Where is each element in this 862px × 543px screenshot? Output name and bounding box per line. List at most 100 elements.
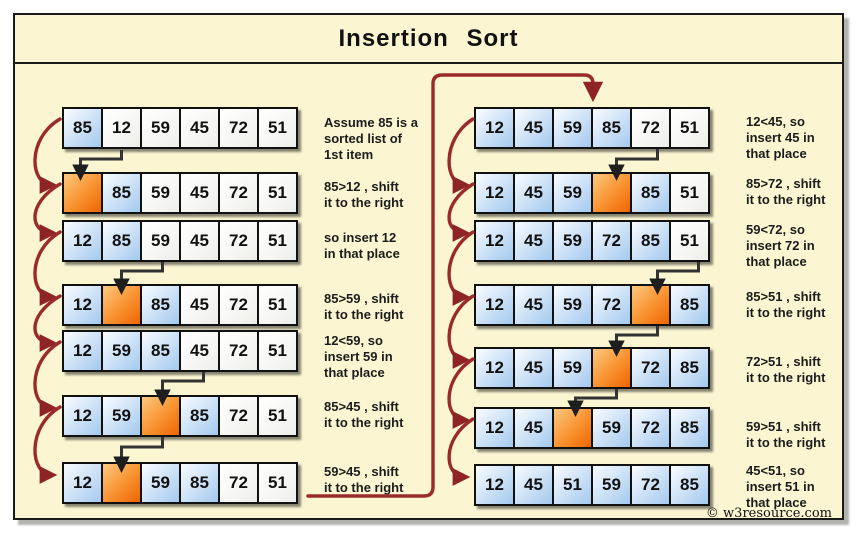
array-cell: 85	[630, 172, 671, 214]
array-cell: 85	[101, 172, 142, 214]
array-cell: 51	[257, 330, 298, 372]
array-cell: 12	[474, 464, 515, 506]
array-cell: 85	[669, 464, 710, 506]
array-cell: 72	[218, 395, 259, 437]
array-cell: 45	[513, 464, 554, 506]
array-cell: 85	[591, 107, 632, 149]
step-annotation: 59>51 , shift it to the right	[746, 419, 826, 450]
array-cell: 45	[513, 172, 554, 214]
array-cell: 45	[179, 220, 220, 262]
array-cell: 59	[591, 464, 632, 506]
array-cell: 59	[552, 347, 593, 389]
array-cell: 12	[62, 284, 103, 326]
array-cell: 45	[513, 347, 554, 389]
array-cell: 72	[218, 107, 259, 149]
step-annotation: 85>59 , shift it to the right	[324, 291, 404, 322]
array-cell: 45	[513, 220, 554, 262]
array-cell: 85	[101, 220, 142, 262]
hole-cell	[591, 347, 632, 389]
array-cell: 85	[630, 220, 671, 262]
array-cell: 72	[630, 107, 671, 149]
array-cell: 59	[140, 172, 181, 214]
step-annotation: Assume 85 is a sorted list of 1st item	[324, 115, 418, 162]
array-cell: 45	[179, 172, 220, 214]
step-annotation: 72>51 , shift it to the right	[746, 354, 826, 385]
array-cell: 45	[179, 107, 220, 149]
array-cell: 85	[179, 395, 220, 437]
step-annotation: 59<72, so insert 72 in that place	[746, 222, 815, 269]
hole-cell	[140, 395, 181, 437]
array-cell: 72	[591, 220, 632, 262]
array-cell: 12	[101, 107, 142, 149]
array-cell: 85	[669, 284, 710, 326]
hole-cell	[101, 284, 142, 326]
step-annotation: 85>51 , shift it to the right	[746, 289, 826, 320]
step-annotation: 85>12 , shift it to the right	[324, 179, 404, 210]
array-cell: 72	[218, 330, 259, 372]
array-cell: 51	[669, 107, 710, 149]
array-cell: 85	[669, 347, 710, 389]
array-cell: 72	[630, 464, 671, 506]
array-cell: 85	[140, 330, 181, 372]
array-cell: 12	[474, 347, 515, 389]
array-cell: 12	[474, 407, 515, 449]
array-cell: 72	[218, 172, 259, 214]
step-annotation: 85>45 , shift it to the right	[324, 399, 404, 430]
array-cell: 51	[669, 172, 710, 214]
array-cell: 45	[179, 284, 220, 326]
array-cell: 12	[474, 284, 515, 326]
array-cell: 45	[513, 107, 554, 149]
array-cell: 85	[140, 284, 181, 326]
step-annotation: so insert 12 in that place	[324, 230, 400, 261]
array-cell: 59	[552, 172, 593, 214]
hole-cell	[630, 284, 671, 326]
title-bar: Insertion Sort	[15, 15, 842, 64]
array-cell: 45	[513, 284, 554, 326]
watermark-text: © w3resource.com	[705, 506, 832, 521]
array-cell: 12	[62, 220, 103, 262]
array-cell: 12	[62, 462, 103, 504]
step-annotation: 85>72 , shift it to the right	[746, 176, 826, 207]
array-cell: 59	[101, 395, 142, 437]
array-cell: 51	[552, 464, 593, 506]
array-cell: 59	[552, 220, 593, 262]
hole-cell	[101, 462, 142, 504]
array-cell: 85	[179, 462, 220, 504]
array-cell: 59	[101, 330, 142, 372]
array-cell: 72	[218, 284, 259, 326]
step-annotation: 59>45 , shift it to the right	[324, 464, 404, 495]
step-annotation: 45<51, so insert 51 in that place	[746, 463, 815, 510]
array-cell: 59	[140, 220, 181, 262]
hole-cell	[62, 172, 103, 214]
array-cell: 85	[669, 407, 710, 449]
array-cell: 51	[257, 107, 298, 149]
array-cell: 72	[591, 284, 632, 326]
array-cell: 59	[140, 462, 181, 504]
array-cell: 72	[630, 347, 671, 389]
array-cell: 45	[179, 330, 220, 372]
array-cell: 12	[62, 330, 103, 372]
array-cell: 59	[140, 107, 181, 149]
array-cell: 12	[474, 172, 515, 214]
hole-cell	[552, 407, 593, 449]
array-cell: 59	[591, 407, 632, 449]
array-cell: 59	[552, 107, 593, 149]
array-cell: 51	[257, 395, 298, 437]
array-cell: 72	[218, 462, 259, 504]
array-cell: 45	[513, 407, 554, 449]
array-cell: 51	[257, 220, 298, 262]
array-cell: 51	[669, 220, 710, 262]
step-annotation: 12<59, so insert 59 in that place	[324, 333, 393, 380]
